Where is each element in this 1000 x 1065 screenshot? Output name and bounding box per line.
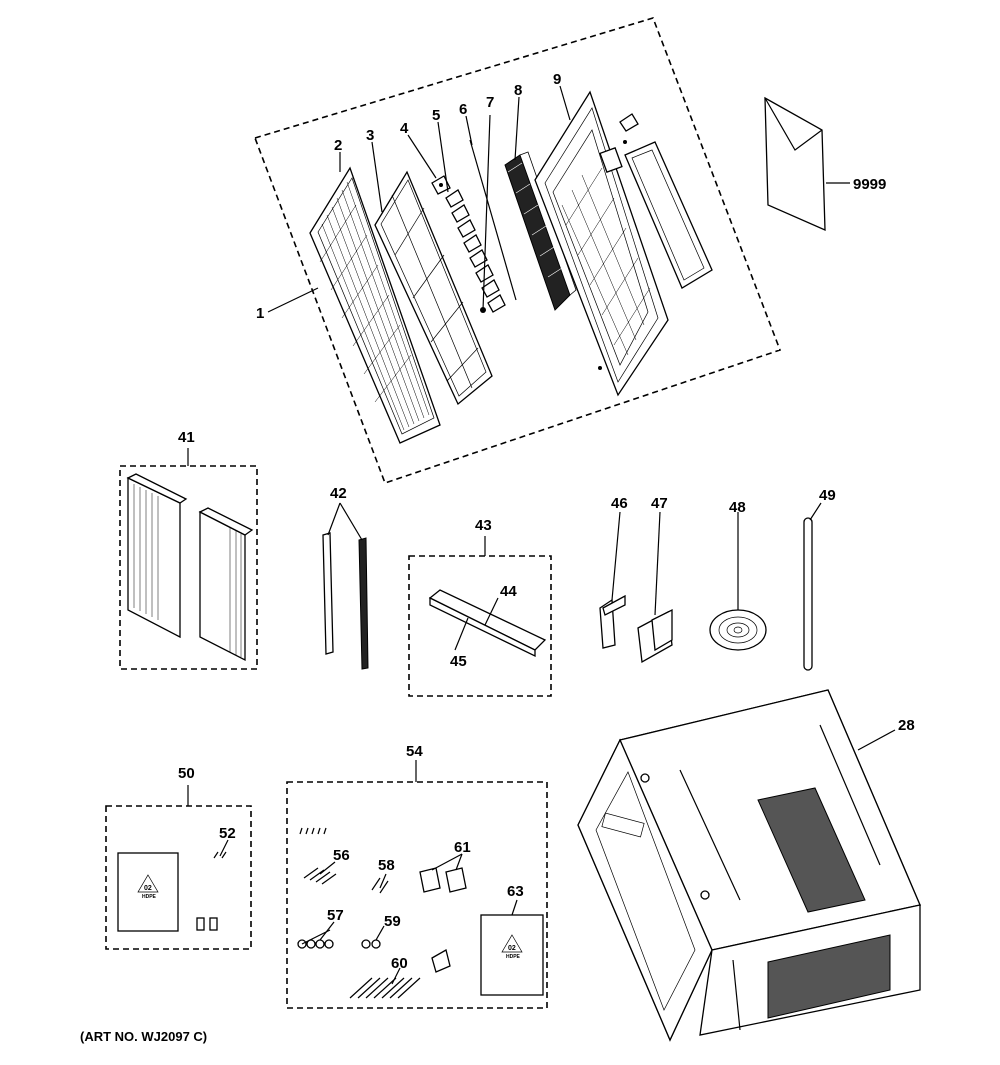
callout-41: 41 (178, 429, 195, 446)
cabinet-top-vent (757, 787, 866, 913)
air-filter[interactable] (374, 170, 493, 406)
owners-manual[interactable] (764, 96, 850, 232)
side-curtain-right[interactable] (198, 507, 254, 662)
parts-bag-63[interactable] (480, 899, 544, 996)
control-panel-cover[interactable] (624, 141, 713, 289)
small-pins[interactable] (299, 827, 327, 835)
callout-60: 60 (391, 955, 408, 972)
small-clips[interactable] (196, 917, 218, 931)
callout-labels: 1 2 3 4 5 6 7 8 9 9999 41 42 43 44 45 46… (80, 71, 915, 1044)
outer-cabinet[interactable] (577, 689, 921, 1042)
top-rail-dashed-box (408, 555, 552, 697)
foam-seal-coil[interactable] (709, 512, 767, 651)
callout-7: 7 (486, 94, 494, 111)
parts-bag[interactable] (117, 852, 179, 932)
bag-63-material: HDPE (506, 954, 521, 960)
callout-5: 5 (432, 107, 440, 124)
louver-rod[interactable] (480, 114, 491, 313)
hardware-kit-dashed-box (286, 781, 548, 1009)
callout-49: 49 (819, 487, 836, 504)
callout-52: 52 (219, 825, 236, 842)
callout-44: 44 (500, 583, 517, 600)
callout-1: 1 (256, 305, 264, 322)
hardware-kit-group (286, 760, 548, 1009)
callout-2: 2 (334, 137, 342, 154)
callout-48: 48 (729, 499, 746, 516)
callout-28: 28 (898, 717, 915, 734)
callout-56: 56 (333, 847, 350, 864)
callout-9999: 9999 (853, 176, 886, 193)
front-assembly-group (253, 17, 782, 485)
top-rail-group (408, 536, 552, 697)
bag-50-recycle-code: 02 (144, 885, 152, 892)
front-grille[interactable] (309, 166, 441, 444)
callout-43: 43 (475, 517, 492, 534)
callout-9: 9 (553, 71, 561, 88)
support-bracket-right[interactable] (637, 511, 673, 664)
small-angle-bracket[interactable] (431, 949, 451, 973)
vent-louver-assembly[interactable] (504, 151, 577, 311)
callout-42: 42 (330, 485, 347, 502)
screws-60[interactable] (349, 967, 421, 999)
screws-56[interactable] (303, 861, 337, 885)
callout-46: 46 (611, 495, 628, 512)
bag-kit-group (105, 785, 252, 950)
front-assembly-dashed-box (253, 17, 782, 485)
callout-47: 47 (651, 495, 668, 512)
support-bracket-left[interactable] (599, 511, 626, 649)
callout-50: 50 (178, 765, 195, 782)
bag-kit-dashed-box (105, 805, 252, 950)
callout-3: 3 (366, 127, 374, 144)
callout-58: 58 (378, 857, 395, 874)
screws-57[interactable] (297, 921, 335, 949)
louver-bracket[interactable] (431, 175, 451, 195)
callout-59: 59 (384, 913, 401, 930)
bag-63-recycle-code: 02 (508, 945, 516, 952)
side-curtain-left[interactable] (126, 473, 188, 639)
gasket-strip[interactable] (803, 502, 822, 671)
front-panel-frame[interactable] (534, 90, 669, 397)
callout-8: 8 (514, 82, 522, 99)
front-assembly-leaders (267, 85, 571, 313)
callout-63: 63 (507, 883, 524, 900)
screws-58[interactable] (371, 873, 389, 894)
louver-blades[interactable] (445, 189, 506, 313)
callout-4: 4 (400, 120, 409, 137)
callout-6: 6 (459, 101, 467, 118)
callout-61: 61 (454, 839, 471, 856)
top-mounting-rail[interactable] (428, 589, 547, 658)
screws-59[interactable] (361, 925, 385, 949)
side-curtain-group (119, 448, 258, 670)
cabinet-rear-vent (767, 934, 891, 1019)
screws-52[interactable] (213, 839, 229, 859)
louver-link-rod[interactable] (469, 139, 517, 301)
bag-50-material: HDPE (142, 894, 157, 900)
art-number-caption: (ART NO. WJ2097 C) (80, 1029, 207, 1044)
callout-57: 57 (327, 907, 344, 924)
mounting-brackets-61[interactable] (419, 853, 467, 893)
sealing-strips[interactable] (322, 502, 369, 670)
callout-45: 45 (450, 653, 467, 670)
callout-54: 54 (406, 743, 423, 760)
